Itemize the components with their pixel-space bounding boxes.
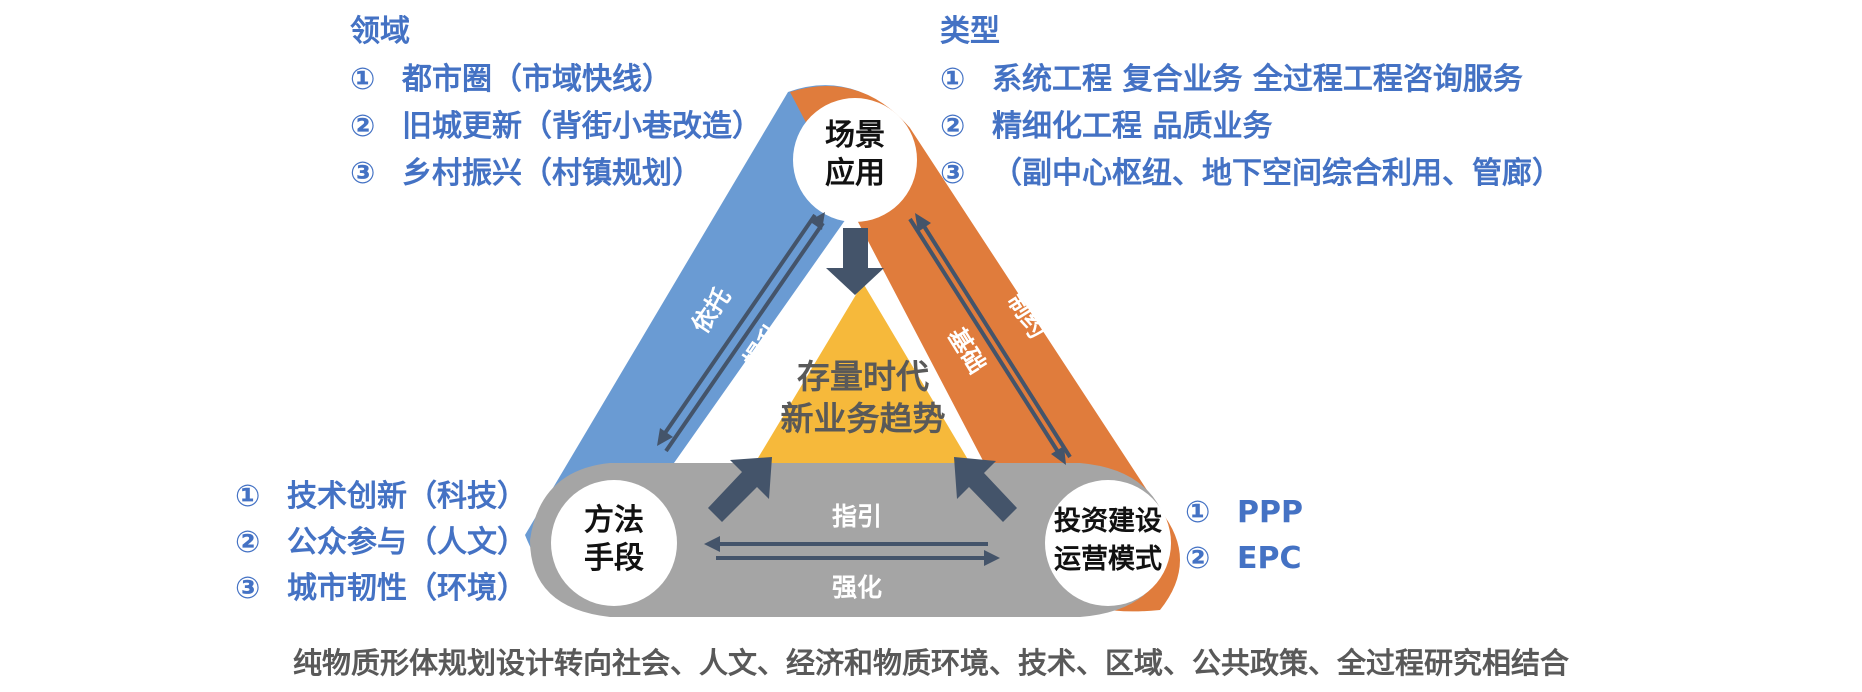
item-text: 精细化工程 品质业务 [992,109,1273,144]
item-text: PPP [1237,495,1303,530]
methods-item: ① 技术创新（科技） [235,474,527,520]
strengthen-label: 强化 [832,573,882,602]
item-number: ① [235,479,261,514]
types-item: ② 精细化工程 品质业务 [940,103,1562,150]
right-node-label-1: 投资建设 [1054,506,1162,537]
item-text: 公众参与（人文） [287,525,527,560]
item-text: （副中心枢纽、地下空间综合利用、管廊） [992,156,1562,191]
item-number: ③ [940,156,966,191]
top-down-arrow [826,228,884,295]
methods-item: ② 公众参与（人文） [235,520,527,566]
item-number: ② [350,109,376,144]
investment-item: ① PPP [1185,490,1303,536]
top-node [793,98,917,222]
right-node-label-2: 运营模式 [1054,544,1162,575]
center-triangle [755,283,970,463]
right-double-arrows [908,213,1072,465]
item-text: 乡村振兴（村镇规划） [402,156,702,191]
item-text: 旧城更新（背街小巷改造） [402,109,762,144]
right-up-arrow [954,457,1017,522]
item-number: ② [235,525,261,560]
item-text: 城市韧性（环境） [287,571,527,606]
right-node [1045,480,1171,606]
guide-label: 指引 [832,502,882,531]
item-number: ① [940,62,966,97]
methods-item: ③ 城市韧性（环境） [235,566,527,612]
investment-item: ② EPC [1185,536,1303,582]
left-node [551,480,677,606]
item-number: ② [940,109,966,144]
center-title-1: 存量时代 [797,357,929,396]
left-node-label-1: 方法 [584,503,644,538]
item-text: EPC [1237,541,1302,576]
domain-item: ① 都市圈（市域快线） [350,56,762,103]
types-item: ① 系统工程 复合业务 全过程工程咨询服务 [940,56,1562,103]
scene-domain-block: 领域 ① 都市圈（市域快线） ② 旧城更新（背街小巷改造） ③ 乡村振兴（村镇规划） [350,14,762,197]
investment-block: ① PPP ② EPC [1185,490,1303,582]
footer-summary: 纯物质形体规划设计转向社会、人文、经济和物质环境、技术、区域、公共政策、全过程研… [292,646,1569,680]
bottom-double-arrows [704,536,1000,566]
types-item: ③ （副中心枢纽、地下空间综合利用、管廊） [940,150,1562,197]
left-double-arrows [657,212,825,453]
types-block: 类型 ① 系统工程 复合业务 全过程工程咨询服务 ② 精细化工程 品质业务 ③ （副中… [940,14,1562,197]
left-up-arrow [708,457,772,522]
left-node-label-2: 手段 [584,541,644,576]
blue-band [525,85,910,584]
item-number: ③ [350,156,376,191]
types-heading: 类型 [940,14,1000,49]
item-text: 系统工程 复合业务 全过程工程咨询服务 [992,62,1523,97]
top-node-label-2: 应用 [825,156,885,191]
item-number: ① [350,62,376,97]
top-node-label-1: 场景 [825,118,885,153]
domain-item: ③ 乡村振兴（村镇规划） [350,150,762,197]
item-number: ① [1185,495,1211,530]
item-number: ③ [235,571,261,606]
item-text: 都市圈（市域快线） [402,62,672,97]
item-text: 技术创新（科技） [287,479,527,514]
domain-item: ② 旧城更新（背街小巷改造） [350,103,762,150]
methods-block: ① 技术创新（科技） ② 公众参与（人文） ③ 城市韧性（环境） [235,474,527,612]
domain-heading: 领域 [350,14,410,49]
item-number: ② [1185,541,1211,576]
center-title-2: 新业务趋势 [781,399,946,438]
